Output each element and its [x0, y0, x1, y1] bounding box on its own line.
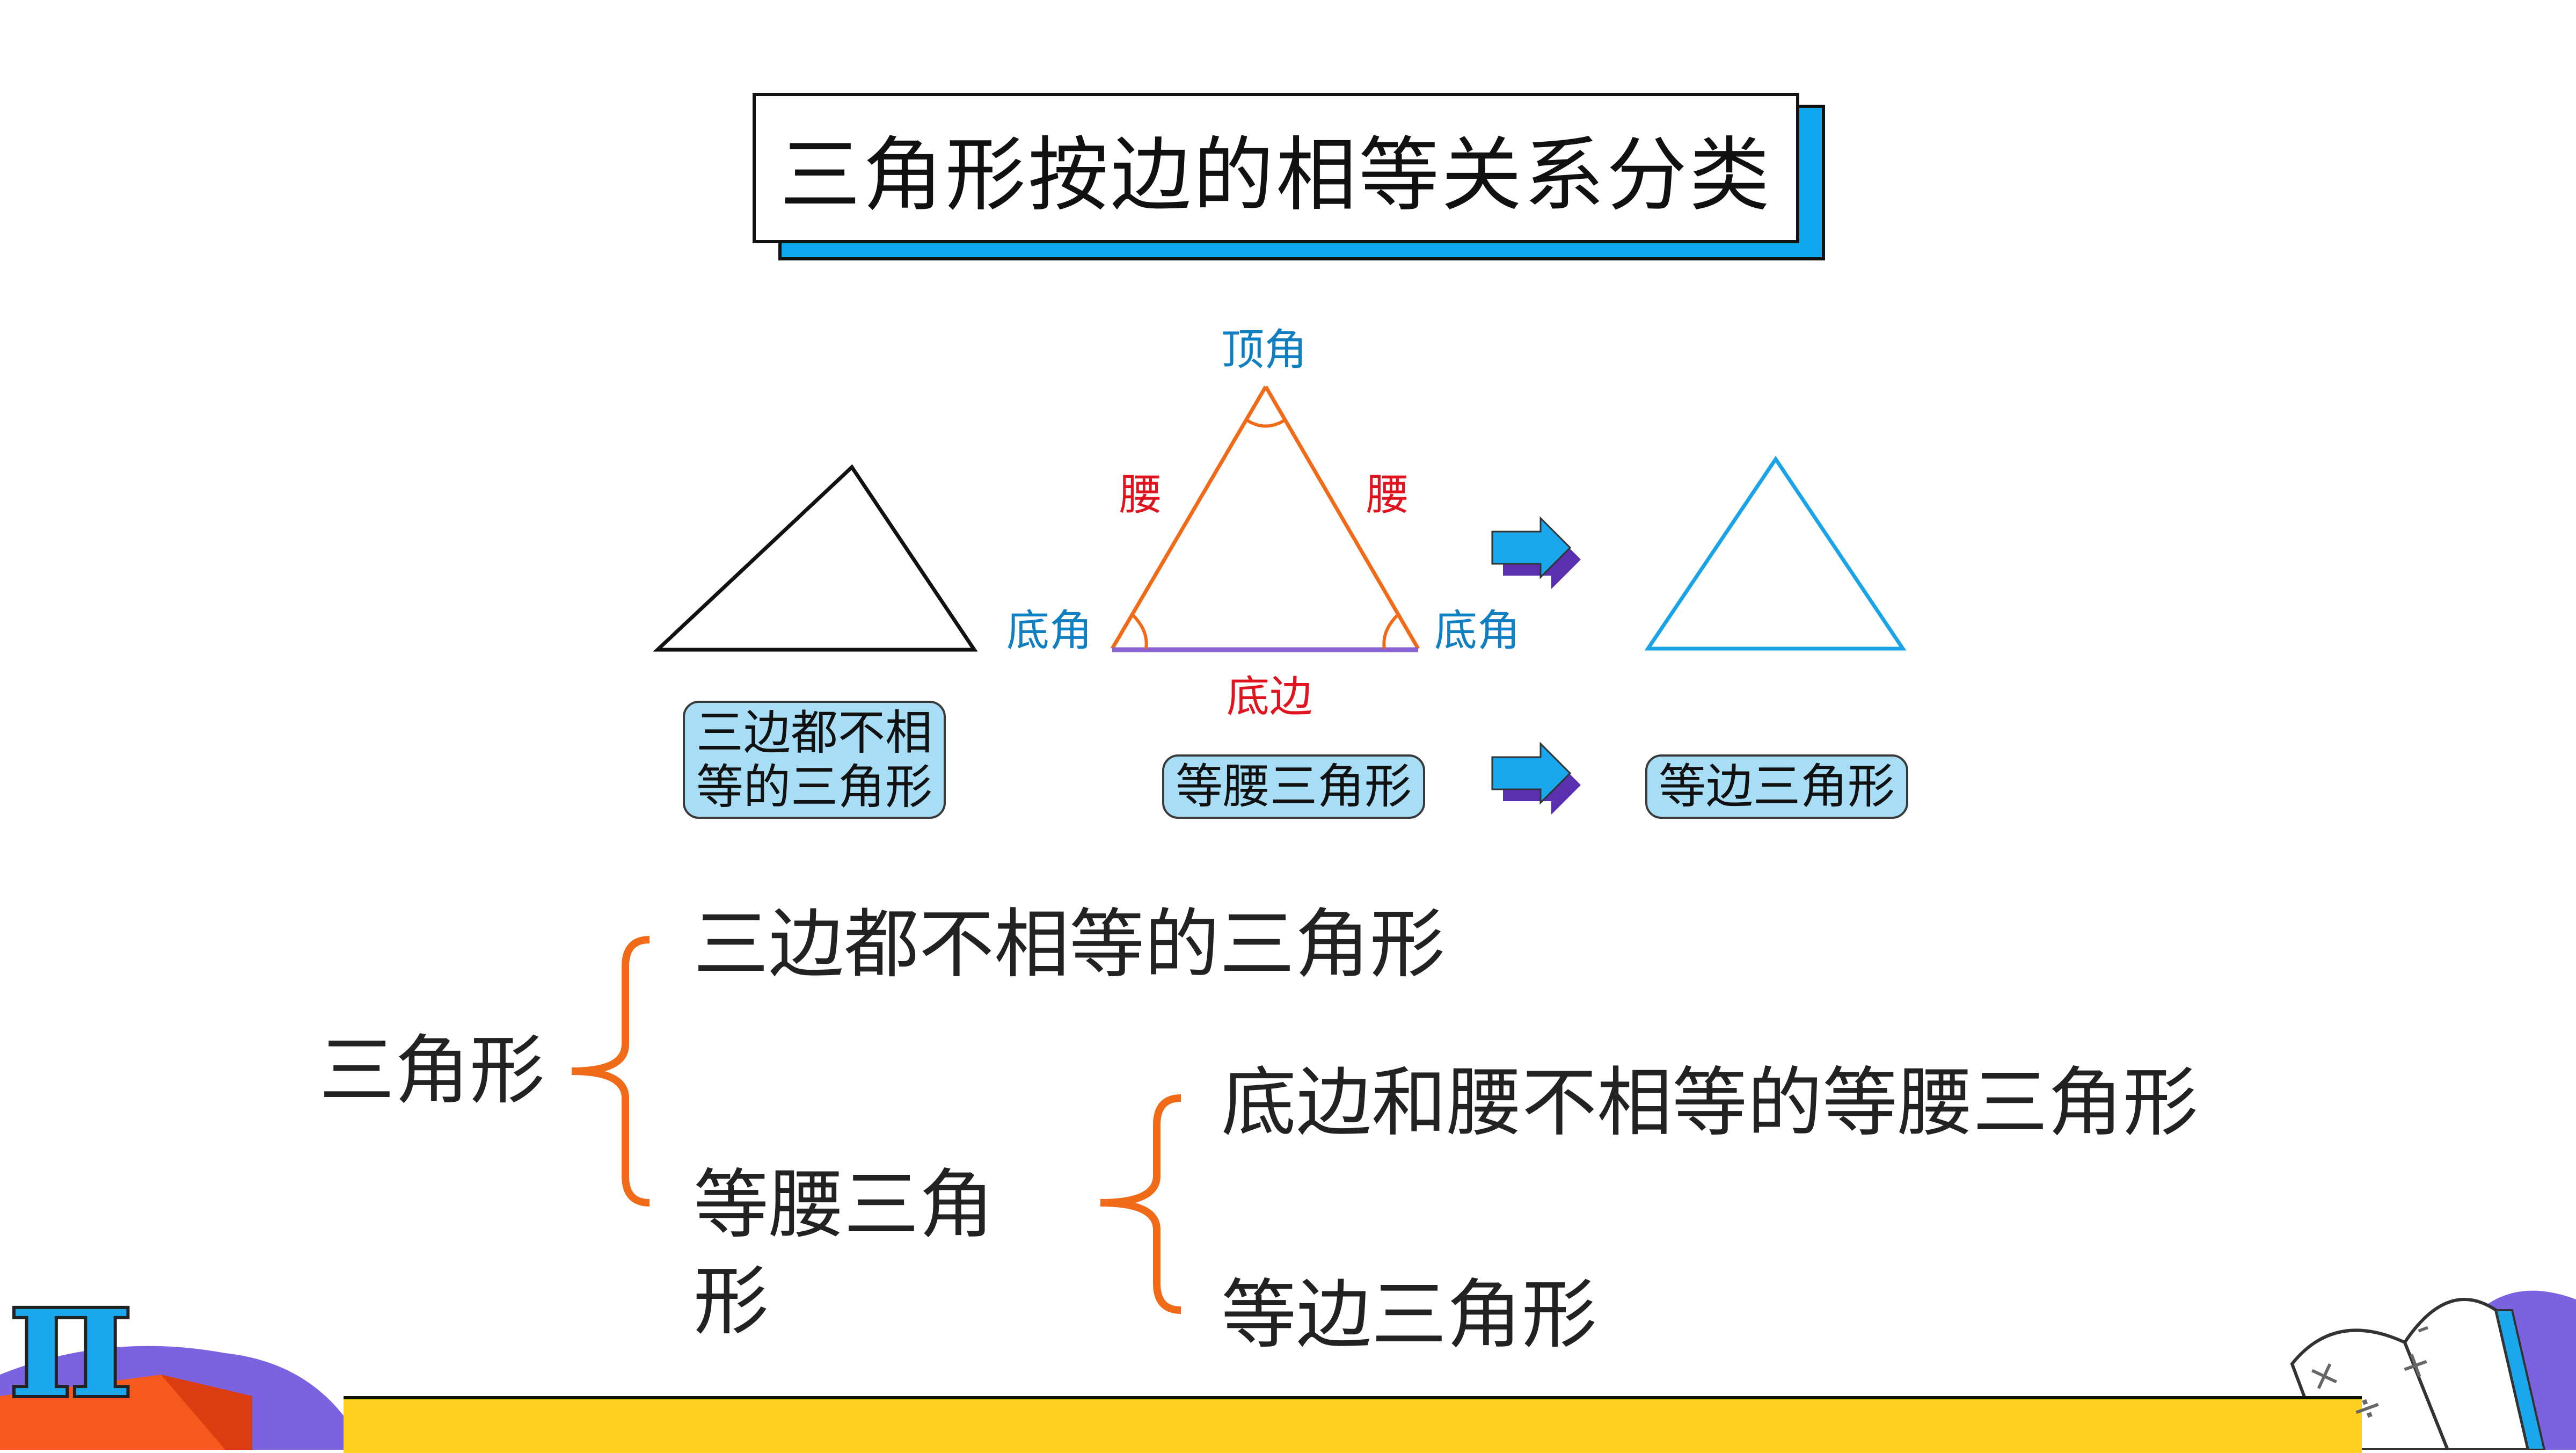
sub-branch-unequal: 底边和腰不相等的等腰三角形 — [1221, 1059, 2199, 1147]
brace-main — [571, 936, 650, 1207]
equilateral-triangle — [1644, 455, 1907, 651]
arrow-icon-upper — [1491, 516, 1581, 589]
branch-isosceles-line2: 形 — [694, 1258, 769, 1346]
base-angle-label-right: 底角 — [1434, 606, 1520, 656]
leg-label-right: 腰 — [1366, 470, 1409, 520]
base-angle-arc-right — [1382, 613, 1399, 649]
title-box: 三角形按边的相等关系分类 — [753, 93, 1799, 243]
pi-symbol: π — [6, 1236, 135, 1437]
arrow-icon-lower — [1491, 742, 1581, 815]
scalene-triangle — [653, 464, 978, 652]
base-angle-arc-left — [1131, 613, 1148, 649]
branch-scalene: 三边都不相等的三角形 — [694, 901, 1446, 989]
base-angle-label-left: 底角 — [1006, 606, 1092, 656]
branch-isosceles-line1: 等腰三角 — [694, 1161, 995, 1249]
pi-decoration — [0, 1346, 365, 1450]
scalene-tag-line2: 等的三角形 — [696, 759, 932, 815]
base-label: 底边 — [1227, 672, 1312, 722]
vertex-angle-arc — [1245, 418, 1286, 428]
scalene-tag-line1: 三边都不相 — [696, 704, 932, 760]
sub-branch-equilateral: 等边三角形 — [1221, 1272, 1597, 1359]
brace-sub — [1100, 1094, 1181, 1314]
book-decoration — [2290, 1290, 2576, 1450]
isosceles-triangle — [1110, 386, 1420, 652]
scalene-tag: 三边都不相 等的三角形 — [683, 701, 946, 819]
page-title: 三角形按边的相等关系分类 — [779, 128, 1772, 222]
isosceles-tag: 等腰三角形 — [1162, 754, 1425, 819]
classification-root: 三角形 — [319, 1027, 545, 1115]
equilateral-tag: 等边三角形 — [1645, 754, 1908, 819]
vertex-angle-label: 顶角 — [1221, 325, 1307, 375]
leg-label-left: 腰 — [1119, 470, 1162, 520]
bottom-bar — [344, 1396, 2362, 1453]
